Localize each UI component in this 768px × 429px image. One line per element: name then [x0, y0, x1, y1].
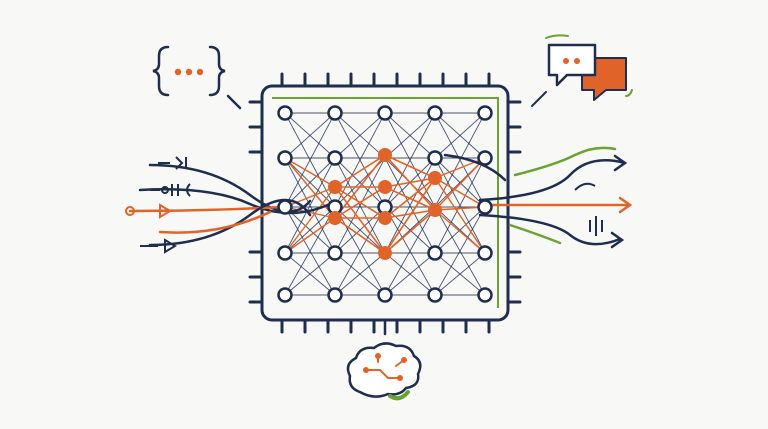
edge: [284, 206, 336, 254]
play-icon: [159, 203, 172, 219]
network-node: [277, 199, 293, 215]
active-node: [378, 148, 392, 162]
code-braces-icon: [152, 45, 242, 110]
edge-highlight: [334, 217, 386, 254]
arrow-head-icon: [618, 196, 633, 214]
edge-highlight: [284, 206, 336, 219]
network-node: [277, 245, 293, 261]
network-node: [427, 150, 443, 166]
flow-line: [128, 205, 282, 213]
edge: [434, 252, 486, 296]
edge-highlight: [284, 157, 336, 188]
signal-glyph-icon: [158, 156, 187, 170]
active-node: [378, 246, 392, 260]
signal-glyph-icon: [150, 183, 191, 197]
edge: [334, 206, 386, 254]
edge-highlight: [284, 217, 336, 254]
network-node: [327, 245, 343, 261]
network-node: [427, 105, 443, 121]
edge: [384, 206, 436, 296]
chip-accent: [272, 97, 499, 308]
edge: [284, 157, 336, 254]
edge: [284, 252, 336, 296]
network-edges: [284, 112, 486, 296]
edge-highlight: [434, 157, 486, 179]
edge: [434, 157, 486, 254]
active-node: [378, 180, 392, 194]
network-node: [277, 287, 293, 303]
flow-line: [478, 159, 627, 202]
active-node: [428, 171, 442, 185]
edge: [334, 157, 386, 254]
edge-highlight: [434, 157, 486, 211]
edge: [284, 157, 336, 208]
active-node: [328, 180, 342, 194]
flow-line: [148, 198, 312, 247]
edge-highlight: [434, 209, 486, 254]
edge: [434, 206, 486, 296]
flow-line: [508, 223, 562, 245]
edge-highlight: [384, 154, 436, 179]
flow-line: [148, 163, 312, 213]
edge-highlight: [434, 206, 486, 211]
network-nodes: [277, 105, 493, 303]
edge: [334, 206, 386, 296]
active-node: [428, 203, 442, 217]
edge: [334, 252, 386, 296]
edge-highlight: [284, 186, 336, 208]
edge: [434, 112, 486, 159]
play-icon: [140, 238, 177, 254]
chat-bubbles-icon: [531, 34, 633, 107]
edge-highlight: [334, 154, 386, 219]
edge-highlight: [434, 177, 486, 254]
edge-highlight: [334, 186, 386, 219]
edge: [284, 112, 336, 208]
network-node: [427, 245, 443, 261]
network-node: [327, 150, 343, 166]
network-node: [377, 287, 393, 303]
flow-line: [513, 146, 617, 177]
edge-highlight: [434, 177, 486, 208]
signal-glyph-icon: [161, 186, 169, 194]
network-node: [277, 105, 293, 121]
signal-glyph-icon: [125, 206, 135, 216]
brain-icon: [346, 320, 422, 401]
network-node: [477, 199, 493, 215]
edge-highlight: [284, 186, 336, 254]
edge-highlight: [334, 186, 386, 254]
edge: [384, 252, 436, 296]
edge-highlight: [384, 177, 436, 219]
active-node: [378, 211, 392, 225]
edge-highlight: [334, 154, 386, 188]
network-node: [327, 105, 343, 121]
edge-highlight: [384, 177, 436, 188]
flow-line: [478, 213, 622, 246]
arrow-head-icon: [610, 231, 625, 249]
data-flow-lines: [125, 146, 633, 254]
active-node: [328, 211, 342, 225]
edge: [334, 112, 386, 159]
edge-highlight: [284, 157, 336, 219]
network-node: [477, 150, 493, 166]
network-node: [477, 105, 493, 121]
network-node: [427, 287, 443, 303]
network-node: [277, 150, 293, 166]
chip-icon: [248, 72, 522, 334]
edge: [434, 206, 486, 254]
edge-highlight: [384, 209, 436, 219]
edge: [284, 206, 336, 296]
edge: [384, 112, 436, 159]
edge-highlight: [384, 209, 436, 254]
signal-glyph-icon: [574, 182, 603, 236]
network-node: [477, 245, 493, 261]
network-node: [377, 105, 393, 121]
edge-highlight: [384, 177, 436, 254]
edge: [284, 112, 336, 159]
network-node: [477, 287, 493, 303]
network-node: [327, 287, 343, 303]
arrow-head-icon: [613, 154, 628, 172]
flow-line: [158, 210, 272, 234]
